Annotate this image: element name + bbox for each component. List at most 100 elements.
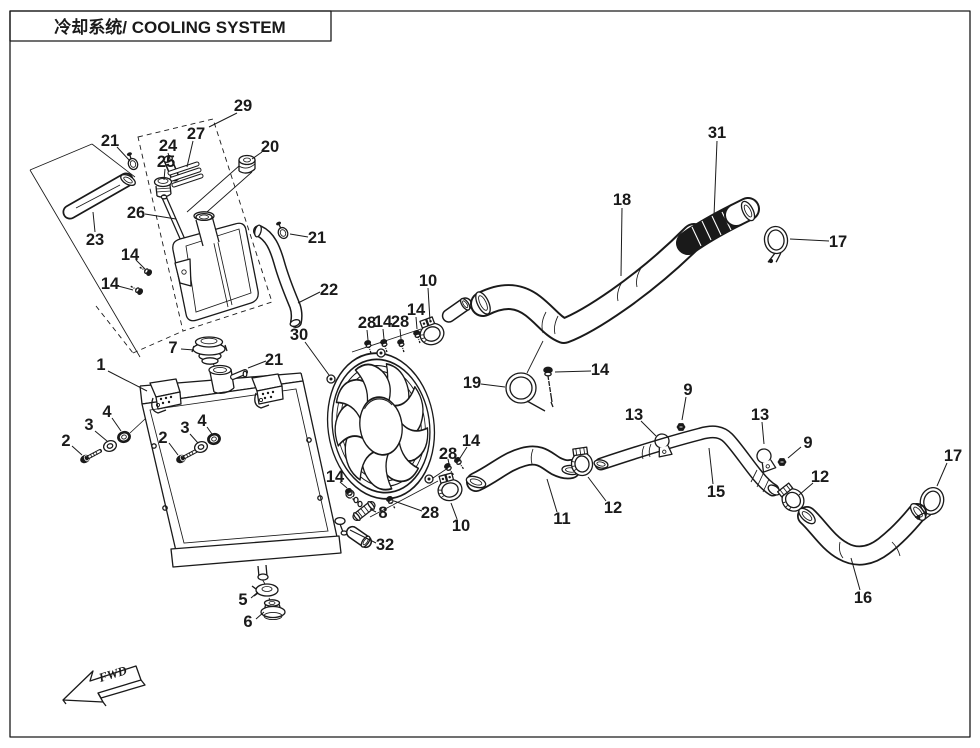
- lower-hose-illustration: [465, 422, 948, 566]
- callout-label-15: 15: [707, 483, 725, 501]
- leader-line: [289, 233, 309, 238]
- leader-line: [208, 112, 238, 128]
- radiator-lower-stub: [345, 525, 373, 549]
- callout-label-13: 13: [625, 406, 643, 424]
- leader-line: [640, 420, 657, 437]
- fan-fasteners: [334, 297, 473, 549]
- callout-label-14: 14: [326, 468, 345, 486]
- leader-line: [480, 383, 506, 388]
- leader-line: [94, 430, 108, 442]
- leader-line: [144, 213, 177, 220]
- leader-line: [789, 238, 830, 242]
- callout-label-5: 5: [238, 591, 247, 609]
- leader-line: [427, 287, 431, 322]
- callout-label-31: 31: [708, 124, 726, 142]
- mount-grommet-5: [251, 583, 279, 597]
- callout-label-1: 1: [96, 356, 105, 374]
- callout-label-21: 21: [265, 351, 283, 369]
- leader-line: [167, 152, 171, 160]
- leader-line: [255, 611, 265, 620]
- upper-hose-illustration: [470, 197, 792, 344]
- callout-label-21: 21: [101, 132, 119, 150]
- nut-4: [115, 428, 133, 446]
- leader-line: [117, 285, 134, 291]
- leader-line: [546, 478, 558, 513]
- leader-line: [186, 140, 194, 168]
- leader-line: [168, 442, 179, 456]
- nut-9: [777, 457, 787, 467]
- leader-line: [111, 417, 122, 432]
- callout-label-21: 21: [308, 229, 326, 247]
- radiator-bracket: [251, 373, 284, 409]
- fwd-arrow-icon: [62, 665, 142, 703]
- nut-9: [676, 422, 686, 432]
- callout-label-12: 12: [604, 499, 622, 517]
- leader-line: [681, 396, 687, 421]
- leader-line: [251, 151, 263, 160]
- plate-27: [167, 161, 204, 188]
- callout-label-27: 27: [187, 125, 205, 143]
- leader-line: [107, 370, 148, 392]
- callout-label-28: 28: [358, 314, 376, 332]
- callout-label-3: 3: [84, 416, 93, 434]
- callout-label-23: 23: [86, 231, 104, 249]
- leader-line: [349, 529, 377, 544]
- bolt-28: [362, 338, 375, 355]
- callout-label-14: 14: [591, 361, 610, 379]
- leader-line: [787, 446, 802, 459]
- pclamp-19: [505, 366, 554, 412]
- callout-label-14: 14: [374, 313, 393, 331]
- leader-line: [415, 316, 418, 330]
- callout-label-2: 2: [61, 432, 70, 450]
- leader-line: [366, 329, 369, 341]
- leader-line: [250, 591, 259, 599]
- callout-label-22: 22: [320, 281, 338, 299]
- bolt-2: [79, 447, 102, 464]
- leader-line: [92, 211, 96, 233]
- vent-hose-22: [253, 225, 303, 328]
- leader-line: [761, 421, 765, 445]
- fwd-marker: FWD: [62, 663, 146, 707]
- grommet-20: [238, 154, 256, 174]
- callout-label-14: 14: [462, 432, 481, 450]
- leader-line: [798, 482, 814, 496]
- callout-label-17: 17: [944, 447, 962, 465]
- callout-label-9: 9: [683, 381, 692, 399]
- reservoir-assembly-illustration: [62, 150, 303, 328]
- callout-label-7: 7: [168, 339, 177, 357]
- callout-label-28: 28: [439, 445, 457, 463]
- leader-line: [369, 508, 377, 513]
- callout-label-14: 14: [101, 275, 120, 293]
- callout-label-9: 9: [803, 434, 812, 452]
- wire-clamp-17: [762, 224, 792, 265]
- radiator-outlet-stub: [441, 297, 473, 323]
- page-frame: 冷却系统/ COOLING SYSTEM: [9, 10, 971, 738]
- callout-label-32: 32: [376, 536, 394, 554]
- mount-grommet-6: [260, 599, 286, 621]
- leader-line: [163, 168, 166, 181]
- callout-label-2: 2: [158, 429, 167, 447]
- leader-line: [180, 348, 195, 351]
- band-clamp-10: [433, 470, 465, 504]
- bolt-14: [137, 263, 154, 278]
- callout-label-12: 12: [811, 468, 829, 486]
- leader-line: [247, 360, 267, 369]
- radiator-illustration: [79, 336, 342, 621]
- leader-line: [339, 481, 348, 489]
- callout-label-18: 18: [613, 191, 631, 209]
- callout-label-28: 28: [421, 504, 439, 522]
- hose-clamp-21: [123, 150, 140, 172]
- callout-label-4: 4: [102, 403, 112, 421]
- fan-hub: [359, 396, 403, 456]
- callout-label-25: 25: [157, 153, 175, 171]
- reservoir-tank: [172, 211, 259, 322]
- leader-line: [587, 476, 607, 502]
- callout-label-20: 20: [261, 138, 279, 156]
- callout-label-26: 26: [127, 204, 145, 222]
- callout-label-10: 10: [419, 272, 437, 290]
- washer-3: [101, 438, 119, 454]
- rivet-32: [334, 516, 348, 536]
